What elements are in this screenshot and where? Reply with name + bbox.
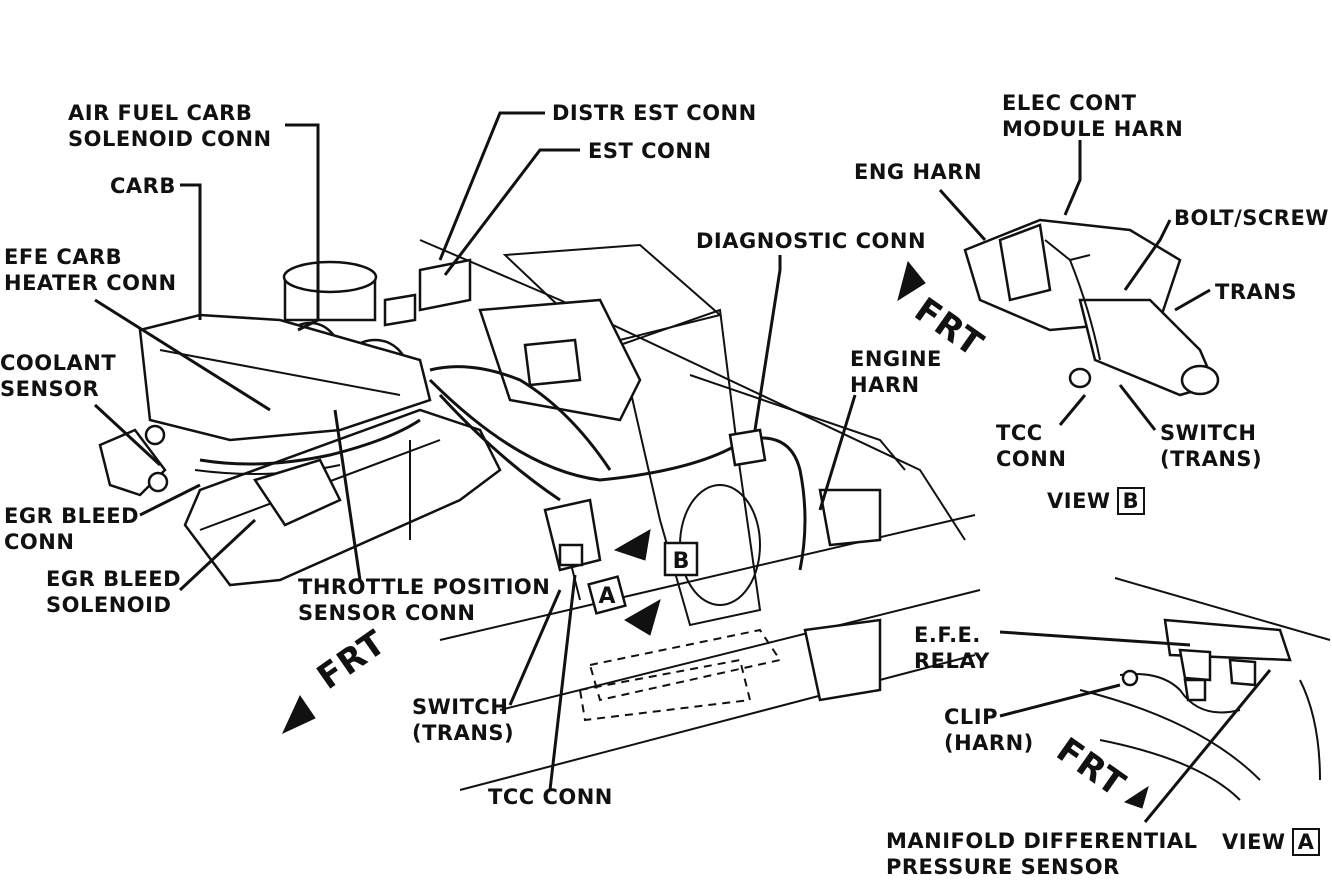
label-clip-harn: CLIP (HARN): [944, 705, 1034, 755]
label-trans: TRANS: [1215, 280, 1297, 304]
engine-illustration: B A: [98, 239, 981, 791]
label-egr-bleed-solenoid: EGR BLEED SOLENOID: [46, 567, 182, 617]
frt-arrow-main-icon: [281, 694, 316, 735]
view-a-letter: A: [1291, 828, 1321, 856]
label-distr-est-conn: DISTR EST CONN: [552, 101, 757, 125]
label-manifold-differential-pressure-sensor: MANIFOLD DIFFERENTIAL PRESSURE SENSOR: [886, 829, 1198, 879]
marker-a-letter: A: [598, 584, 615, 609]
label-elec-cont-module-harn: ELEC CONT MODULE HARN: [1002, 91, 1184, 141]
label-carb: CARB: [110, 174, 176, 198]
label-air-fuel-carb-solenoid-conn: AIR FUEL CARB SOLENOID CONN: [68, 101, 272, 151]
view-a-illustration: [999, 577, 1331, 823]
label-throttle-position-sensor-conn: THROTTLE POSITION SENSOR CONN: [298, 575, 551, 625]
frt-arrow-view-b-icon: [897, 260, 926, 302]
label-est-conn: EST CONN: [588, 139, 712, 163]
label-egr-bleed-conn: EGR BLEED CONN: [4, 504, 140, 554]
view-b-letter: B: [1116, 487, 1146, 515]
label-eng-harn: ENG HARN: [854, 160, 983, 184]
label-tcc-conn-view-b: TCC CONN: [996, 421, 1067, 471]
label-switch-trans-view-b: SWITCH (TRANS): [1160, 421, 1263, 471]
label-bolt-screw: BOLT/SCREW: [1174, 206, 1329, 230]
label-engine-harn: ENGINE HARN: [850, 347, 942, 397]
label-diagnostic-conn: DIAGNOSTIC CONN: [696, 229, 927, 253]
label-tcc-conn-main: TCC CONN: [488, 785, 613, 809]
leader-lines-main: [93, 111, 857, 791]
label-efe-carb-heater-conn: EFE CARB HEATER CONN: [4, 245, 177, 295]
label-switch-trans-main: SWITCH (TRANS): [412, 695, 515, 745]
label-coolant-sensor: COOLANT SENSOR: [0, 351, 117, 401]
view-a-text: VIEW: [1222, 830, 1286, 854]
view-b-text: VIEW: [1047, 489, 1111, 513]
marker-b-letter: B: [673, 549, 690, 574]
label-efe-relay: E.F.E. RELAY: [914, 623, 990, 673]
frt-arrow-view-a-icon: [1123, 785, 1149, 809]
view-b-illustration: [897, 140, 1220, 431]
